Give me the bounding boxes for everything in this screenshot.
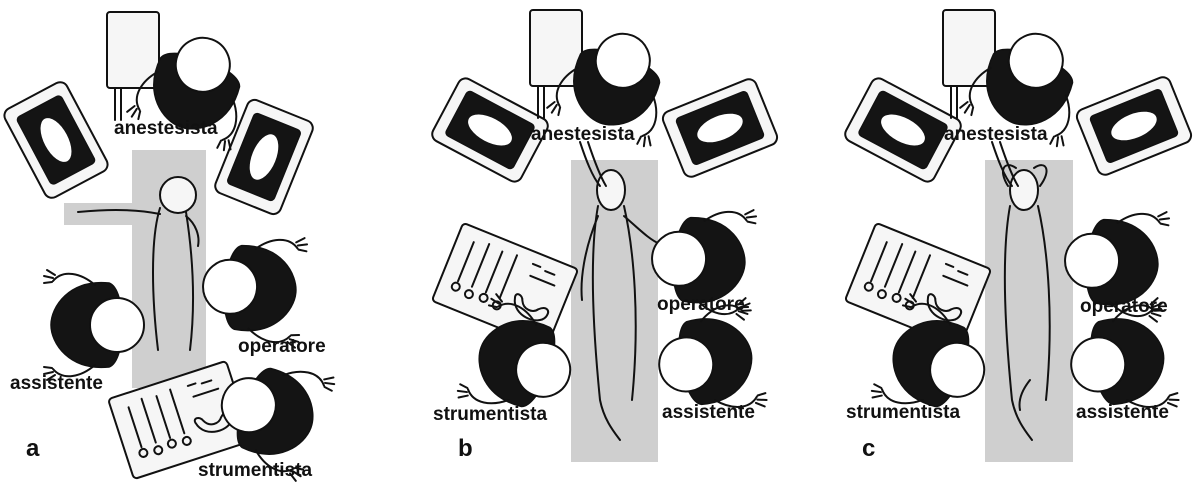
panel-a: anestesista operatore assistente strumen… bbox=[2, 12, 337, 482]
anesthesia-monitor-icon bbox=[530, 10, 582, 118]
operator-label: operatore bbox=[1080, 296, 1168, 317]
anesthetist-label: anestesista bbox=[531, 124, 635, 145]
anesthesia-monitor-icon bbox=[943, 10, 995, 118]
surgical-lamp-icon bbox=[1075, 75, 1194, 177]
panel-c: anestesista operatore strumentista assis… bbox=[842, 10, 1193, 462]
anesthesia-monitor-icon bbox=[107, 12, 159, 120]
operator-label: operatore bbox=[657, 294, 745, 315]
assistant-label: assistente bbox=[10, 373, 103, 394]
anesthetist-label: anestesista bbox=[944, 124, 1048, 145]
scrub-nurse-label: strumentista bbox=[198, 460, 312, 481]
surgical-lamp-icon bbox=[213, 98, 315, 217]
assistant-label: assistente bbox=[662, 402, 755, 423]
scrub-nurse-label: strumentista bbox=[846, 402, 960, 423]
panel-letter: a bbox=[26, 435, 40, 462]
anesthetist-label: anestesista bbox=[114, 118, 218, 139]
surgical-lamp-icon bbox=[661, 77, 780, 179]
surgical-lamp-icon bbox=[2, 79, 111, 200]
arm-board-a bbox=[64, 203, 134, 225]
panel-b: anestesista operatore strumentista assis… bbox=[429, 10, 779, 462]
operator-label: operatore bbox=[238, 336, 326, 357]
scrub-nurse-label: strumentista bbox=[433, 404, 547, 425]
assistant-figure bbox=[44, 270, 144, 380]
operator-figure bbox=[198, 230, 307, 348]
assistant-label: assistente bbox=[1076, 402, 1169, 423]
panel-letter: b bbox=[458, 435, 473, 462]
panel-letter: c bbox=[862, 435, 875, 462]
